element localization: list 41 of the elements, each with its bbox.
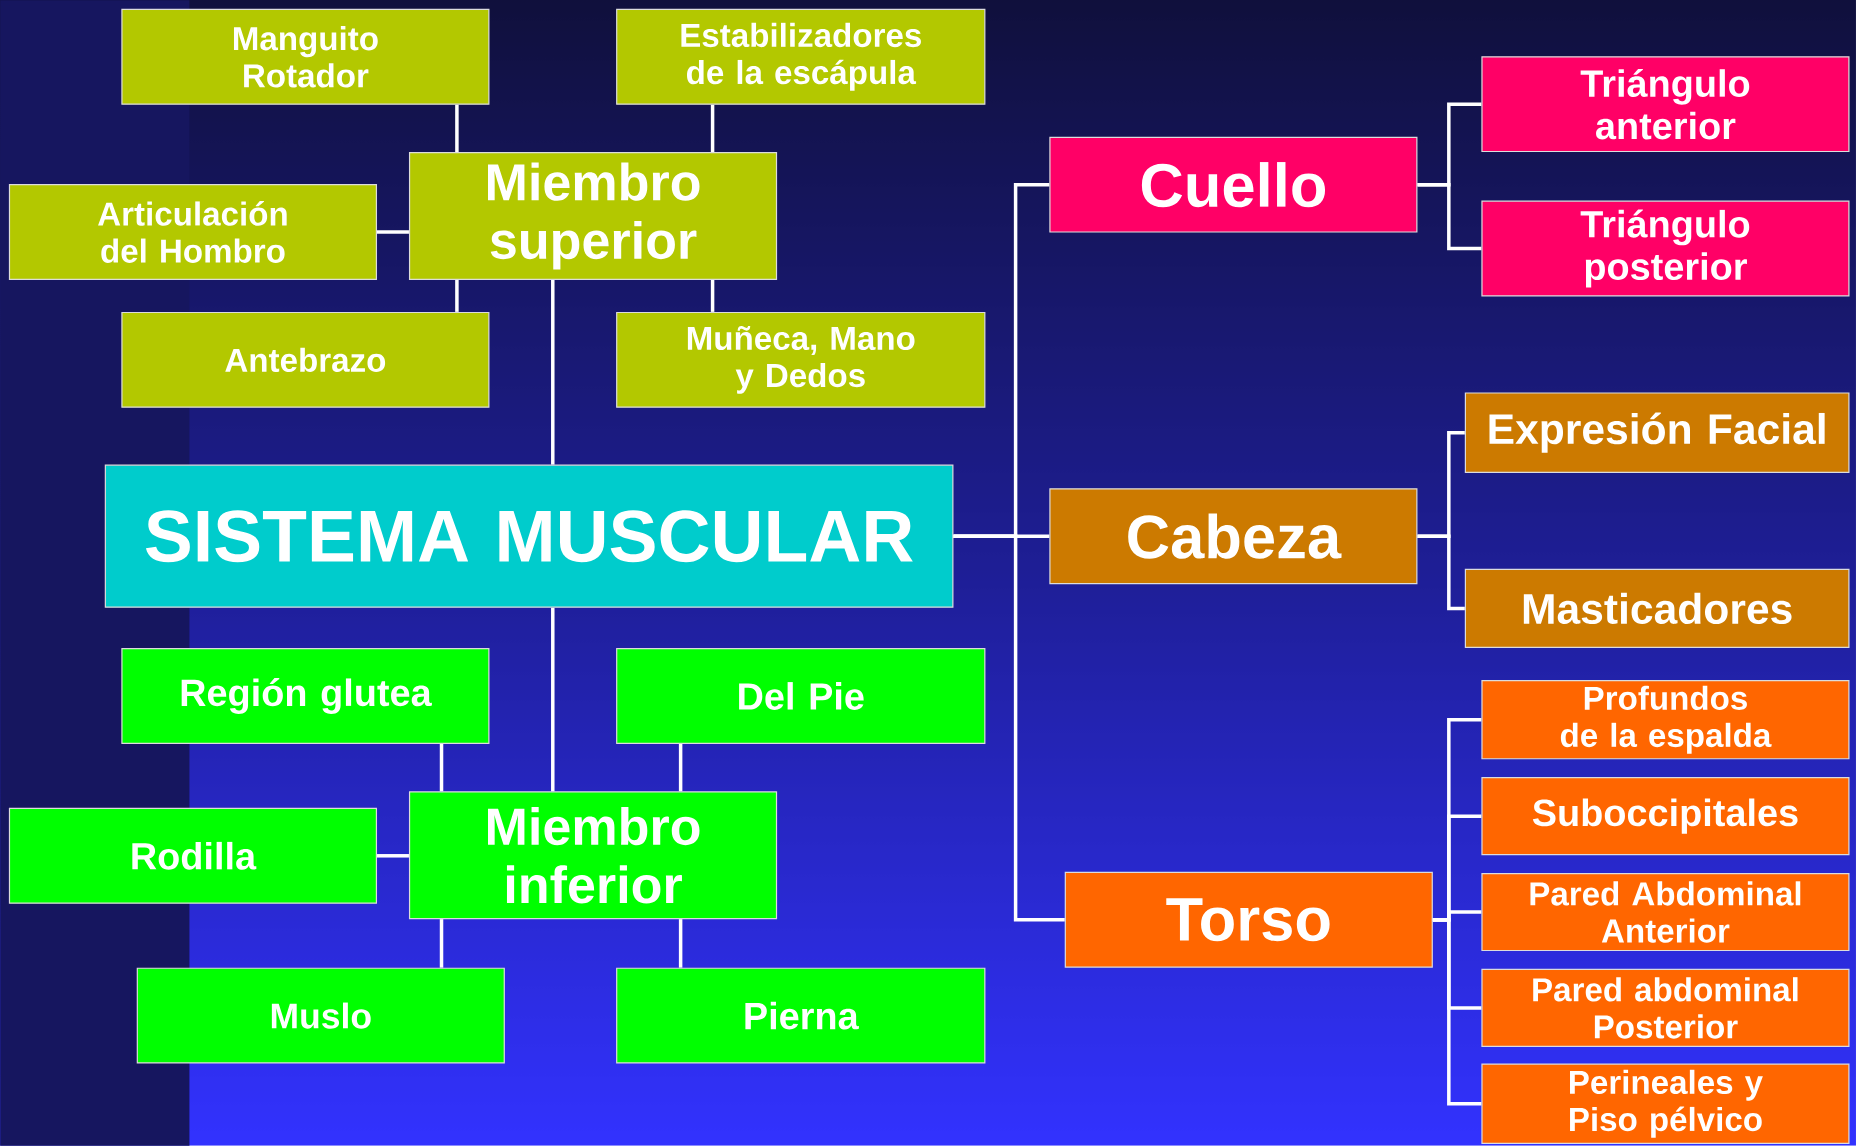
muscle-group-box: Del Pie (616, 648, 986, 745)
category-box: Cabeza (1049, 488, 1418, 585)
connector-line (1432, 918, 1482, 1106)
muscle-group-box: Pierna (616, 967, 986, 1064)
muscle-group-box: Muslo (136, 967, 505, 1064)
muscle-group-box: Articulación del Hombro (8, 184, 378, 281)
muscle-group-box: Pared Abdominal Anterior (1481, 873, 1850, 952)
connector-line (678, 744, 683, 792)
connector-line (1417, 534, 1465, 611)
muscle-group-box: Estabilizadores de la escápula (616, 9, 986, 105)
category-box: Torso (1064, 871, 1433, 968)
connector-line (678, 919, 683, 968)
connector-line (455, 104, 459, 153)
muscle-group-box: Masticadores (1464, 568, 1850, 649)
muscle-group-box: Triángulo posterior (1481, 200, 1850, 297)
muscle-group-box: Triángulo anterior (1481, 56, 1850, 153)
connector-line (377, 230, 409, 234)
muscle-group-box: Muñeca, Mano y Dedos (616, 312, 986, 408)
muscle-group-box: Antebrazo (121, 312, 490, 408)
category-box: Cuello (1049, 136, 1418, 233)
connector-line (377, 854, 409, 858)
connector-line (439, 919, 444, 968)
connector-line (439, 744, 444, 792)
muscle-group-box: Rodilla (8, 807, 378, 904)
category-box: Miembro superior (408, 152, 778, 281)
muscle-group-box: Región glutea (121, 648, 490, 745)
connector-line (455, 280, 459, 312)
muscle-group-box: Profundos de la espalda (1481, 680, 1850, 760)
connector-line (710, 104, 715, 153)
connector-line (953, 534, 1065, 922)
muscle-group-box: Perineales y Piso pélvico (1481, 1063, 1850, 1145)
connector-line (551, 607, 555, 792)
category-box: Miembro inferior (408, 791, 778, 920)
connector-line (551, 280, 555, 465)
muscle-group-box: Manguito Rotador (121, 9, 490, 105)
title-box: SISTEMA MUSCULAR (104, 464, 954, 608)
muscle-group-box: Expresión Facial (1464, 392, 1850, 473)
muscle-group-box: Pared abdominal Posterior (1481, 968, 1850, 1048)
connector-line (710, 280, 715, 312)
muscle-group-box: Suboccipitales (1481, 777, 1850, 856)
connector-line (1417, 183, 1482, 251)
